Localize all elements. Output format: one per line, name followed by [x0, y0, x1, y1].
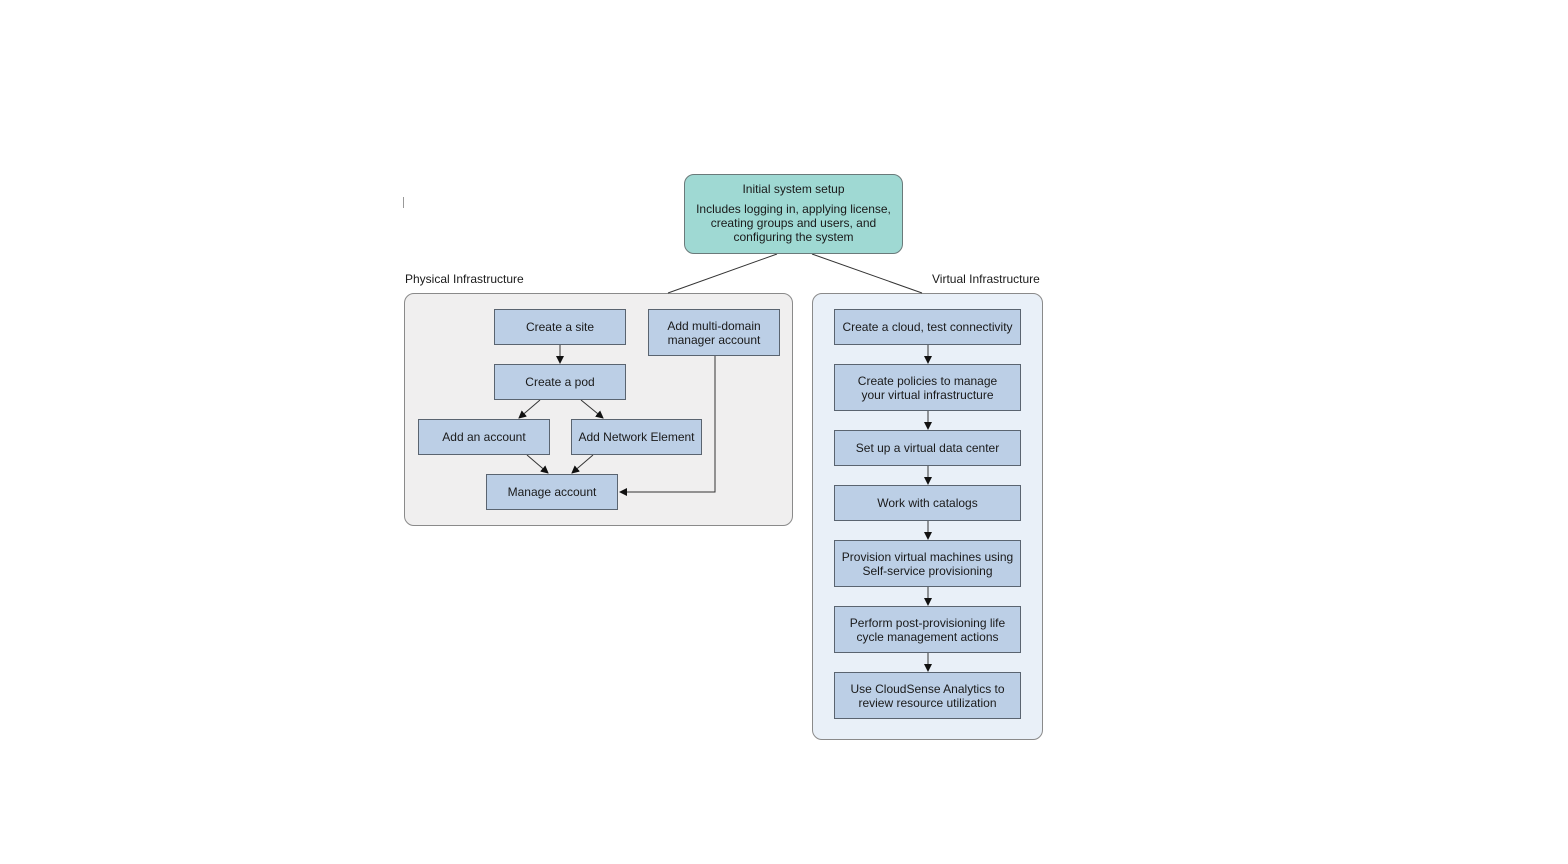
- virtual-step-2-box[interactable]: Create policies to manage your virtual i…: [834, 364, 1021, 411]
- virtual-infrastructure-label: Virtual Infrastructure: [932, 272, 1040, 286]
- physical-infrastructure-label: Physical Infrastructure: [405, 272, 524, 286]
- initial-setup-description: Includes logging in, applying license, c…: [696, 202, 891, 244]
- arrow-pod-to-network: [580, 399, 604, 419]
- arrow-account-to-manage: [526, 454, 549, 474]
- add-network-element-box[interactable]: Add Network Element: [571, 419, 702, 455]
- manage-account-box[interactable]: Manage account: [486, 474, 618, 510]
- top-to-physical-line: [667, 253, 778, 294]
- create-pod-box[interactable]: Create a pod: [494, 364, 626, 400]
- initial-setup-title: Initial system setup: [742, 182, 845, 196]
- arrow-pod-to-account: [518, 399, 541, 419]
- virtual-step-5-box[interactable]: Provision virtual machines using Self-se…: [834, 540, 1021, 587]
- add-multi-domain-box[interactable]: Add multi-domain manager account: [648, 309, 780, 356]
- virtual-step-3-box[interactable]: Set up a virtual data center: [834, 430, 1021, 466]
- top-to-virtual-line: [811, 253, 923, 294]
- virtual-step-1-box[interactable]: Create a cloud, test connectivity: [834, 309, 1021, 345]
- add-account-box[interactable]: Add an account: [418, 419, 550, 455]
- margin-tick: [403, 197, 404, 208]
- create-site-box[interactable]: Create a site: [494, 309, 626, 345]
- arrow-multidomain-to-manage: [619, 356, 716, 496]
- virtual-step-6-box[interactable]: Perform post-provisioning life cycle man…: [834, 606, 1021, 653]
- initial-setup-box[interactable]: Initial system setup Includes logging in…: [684, 174, 903, 254]
- virtual-step-7-box[interactable]: Use CloudSense Analytics to review resou…: [834, 672, 1021, 719]
- arrow-network-to-manage: [571, 454, 594, 474]
- virtual-step-4-box[interactable]: Work with catalogs: [834, 485, 1021, 521]
